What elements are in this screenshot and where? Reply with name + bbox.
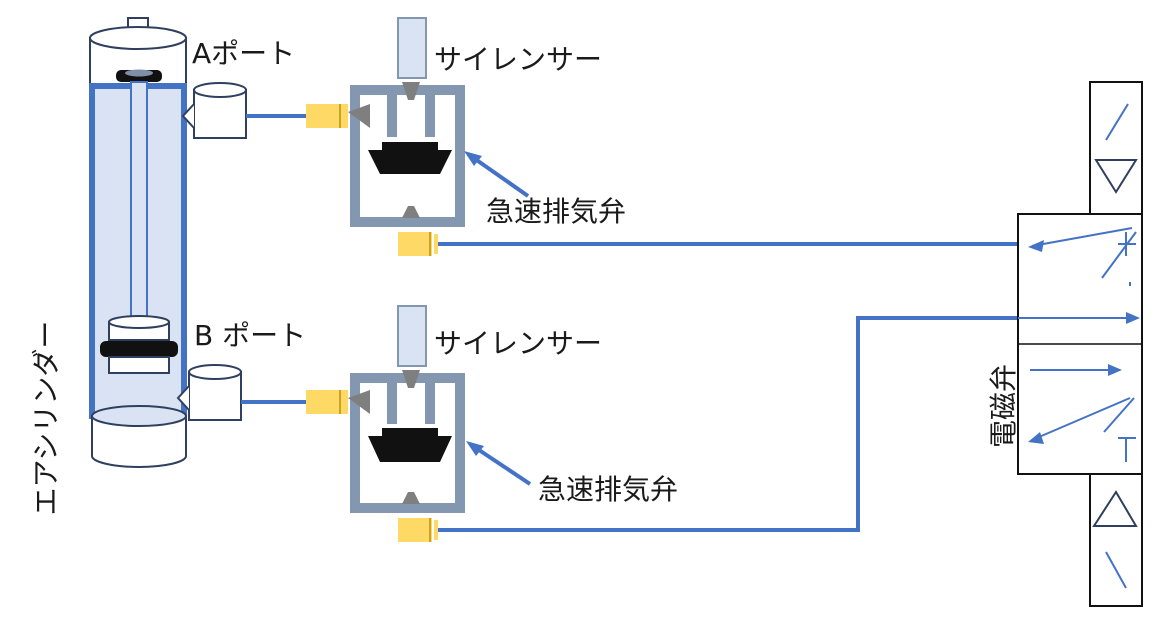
piston-seal [100,341,178,357]
port-a-barb [181,103,195,129]
diaphragm-top [368,142,452,174]
quick-exhaust-top-label: 急速排気弁 [486,195,627,228]
solenoid-valve-label: 電磁弁 [987,363,1021,449]
solenoid-bottom-triangle [1092,490,1138,527]
silencer-bottom [397,305,427,367]
quick-exhaust-valve-top [306,17,530,256]
port-b-label: B ポート [194,319,307,352]
bottom-nozzle-top-valve [402,206,420,218]
solenoid-bottom-box [1089,473,1143,607]
port-a-cap [193,82,247,98]
port-b-barb [176,385,190,411]
rod-seal-hole [125,69,153,77]
pipe-valve-bottom-to-solenoid [438,316,1018,532]
solenoid-valve [1017,81,1143,607]
solenoid-top-triangle [1094,159,1138,194]
cylinder-top-ellipse [89,26,187,50]
fitting-top-outlet [398,232,432,256]
piston-rod [130,81,148,323]
bottom-nozzle-bottom-valve [402,492,420,504]
fitting-bottom-outlet [398,518,432,542]
fitting-b-inlet [306,390,348,414]
silencer-top-label: サイレンサー [434,43,603,76]
piston-top-ellipse [108,315,170,329]
quick-exhaust-valve-bottom [306,305,532,542]
cylinder-bottom-ellipse [91,405,187,427]
exhaust-nozzle-top [402,82,420,100]
inlet-nozzle-b [348,390,370,414]
exhaust-nozzle-bottom [402,370,420,388]
silencer-top [397,17,427,79]
port-b-cap [188,364,242,380]
port-a-label: Aポート [192,37,296,70]
air-cylinder-label: エアシリンダー [29,320,63,516]
quick-exhaust-bottom-label: 急速排気弁 [538,473,679,506]
port-a-fitting [181,82,247,139]
piston-bottom [108,356,170,374]
silencer-bottom-label: サイレンサー [434,327,603,360]
diaphragm-bottom [368,428,452,462]
solenoid-top-box [1089,81,1143,215]
air-pipes [241,114,1018,532]
inlet-nozzle-a [348,104,370,128]
fitting-a-inlet [306,104,348,128]
cylinder-bottom-cap [91,415,187,468]
air-cylinder [89,17,187,468]
port-b-fitting [176,364,242,421]
